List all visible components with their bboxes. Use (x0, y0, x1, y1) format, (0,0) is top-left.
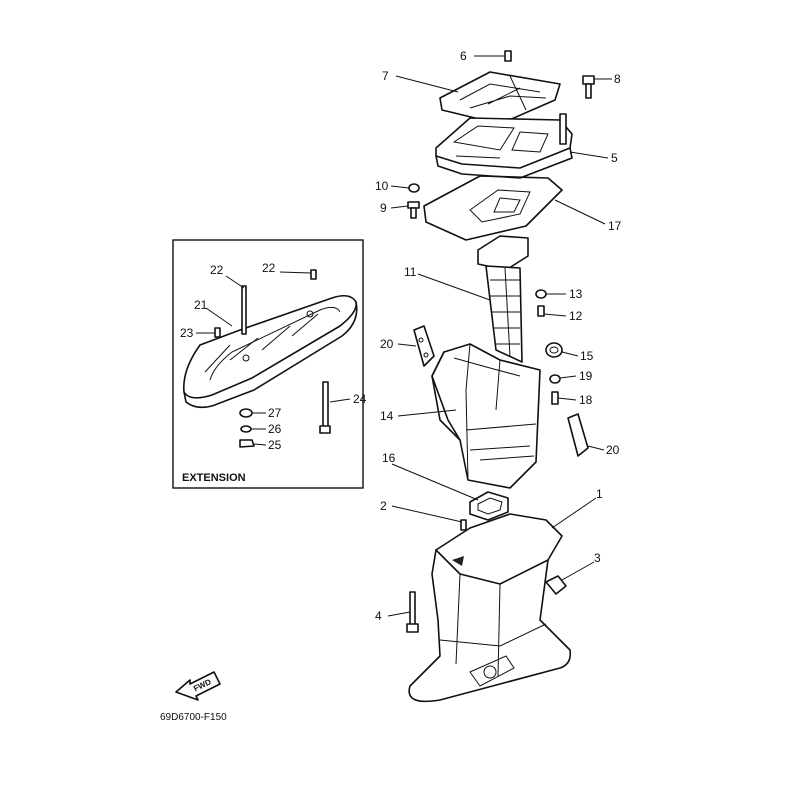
callout-11: 11 (404, 265, 417, 279)
nut-13 (535, 289, 547, 299)
gasket-17 (423, 175, 563, 241)
upper-mount-plate (435, 113, 573, 179)
callout-22-top: 22 (262, 261, 276, 275)
callout-10: 10 (375, 179, 389, 193)
rubber-seal-16 (469, 491, 509, 521)
callout-8: 8 (614, 72, 621, 86)
callout-27: 27 (268, 406, 282, 420)
dowel-pin-b (214, 327, 221, 338)
callout-1: 1 (596, 487, 603, 501)
nut-19 (549, 374, 561, 384)
callout-14: 14 (380, 409, 394, 423)
callout-24: 24 (353, 392, 367, 406)
upper-casing-lower (408, 513, 572, 703)
bolt-12 (537, 305, 545, 317)
callout-20-right: 20 (606, 443, 620, 457)
grommet-3 (545, 575, 567, 595)
seal-15 (545, 342, 563, 358)
callouts: 6 7 8 5 10 9 17 11 13 12 20 15 1 (180, 49, 622, 623)
callout-3: 3 (594, 551, 601, 565)
gasket-7 (439, 71, 561, 125)
callout-9: 9 (380, 201, 387, 215)
dowel-pin-2 (460, 519, 467, 531)
pin-6 (504, 50, 512, 62)
callout-23: 22 (210, 263, 224, 277)
bolt-4 (406, 591, 419, 633)
cover-20-right (567, 413, 589, 457)
bolt-8 (582, 75, 595, 99)
callout-20-left: 20 (380, 337, 394, 351)
callout-5: 5 (611, 151, 618, 165)
washer-26 (240, 425, 252, 433)
inset-title: EXTENSION (182, 472, 246, 484)
stud-bolt (241, 285, 247, 335)
callout-12: 12 (569, 309, 583, 323)
callout-25: 25 (268, 438, 282, 452)
callout-15: 15 (580, 349, 594, 363)
callout-19: 19 (579, 369, 593, 383)
bolt-18 (551, 391, 559, 405)
washer-27 (239, 408, 253, 418)
callout-21: 21 (194, 298, 208, 312)
callout-2: 2 (380, 499, 387, 513)
callout-16: 16 (382, 451, 396, 465)
callout-6: 6 (460, 49, 467, 63)
callout-17: 17 (608, 219, 622, 233)
callout-26: 26 (268, 422, 282, 436)
exhaust-pipe (477, 235, 529, 363)
bolt-9 (407, 201, 420, 219)
inset-frame (172, 239, 364, 489)
dowel-pin-a (310, 269, 317, 280)
long-bolt (319, 381, 331, 434)
extension-plate (183, 294, 358, 409)
forward-arrow-icon: FWD (175, 671, 221, 701)
nut-25 (239, 439, 255, 448)
extension-inset: EXTENSION (172, 239, 364, 489)
callout-13: 13 (569, 287, 583, 301)
diagram-code: 69D6700-F150 (160, 712, 227, 723)
callout-4: 4 (375, 609, 382, 623)
upper-casing (431, 343, 541, 489)
nut-10 (408, 183, 420, 193)
callout-7: 7 (382, 69, 389, 83)
cover-20-left (413, 325, 435, 367)
callout-22-lower: 23 (180, 326, 194, 340)
callout-18: 18 (579, 393, 593, 407)
